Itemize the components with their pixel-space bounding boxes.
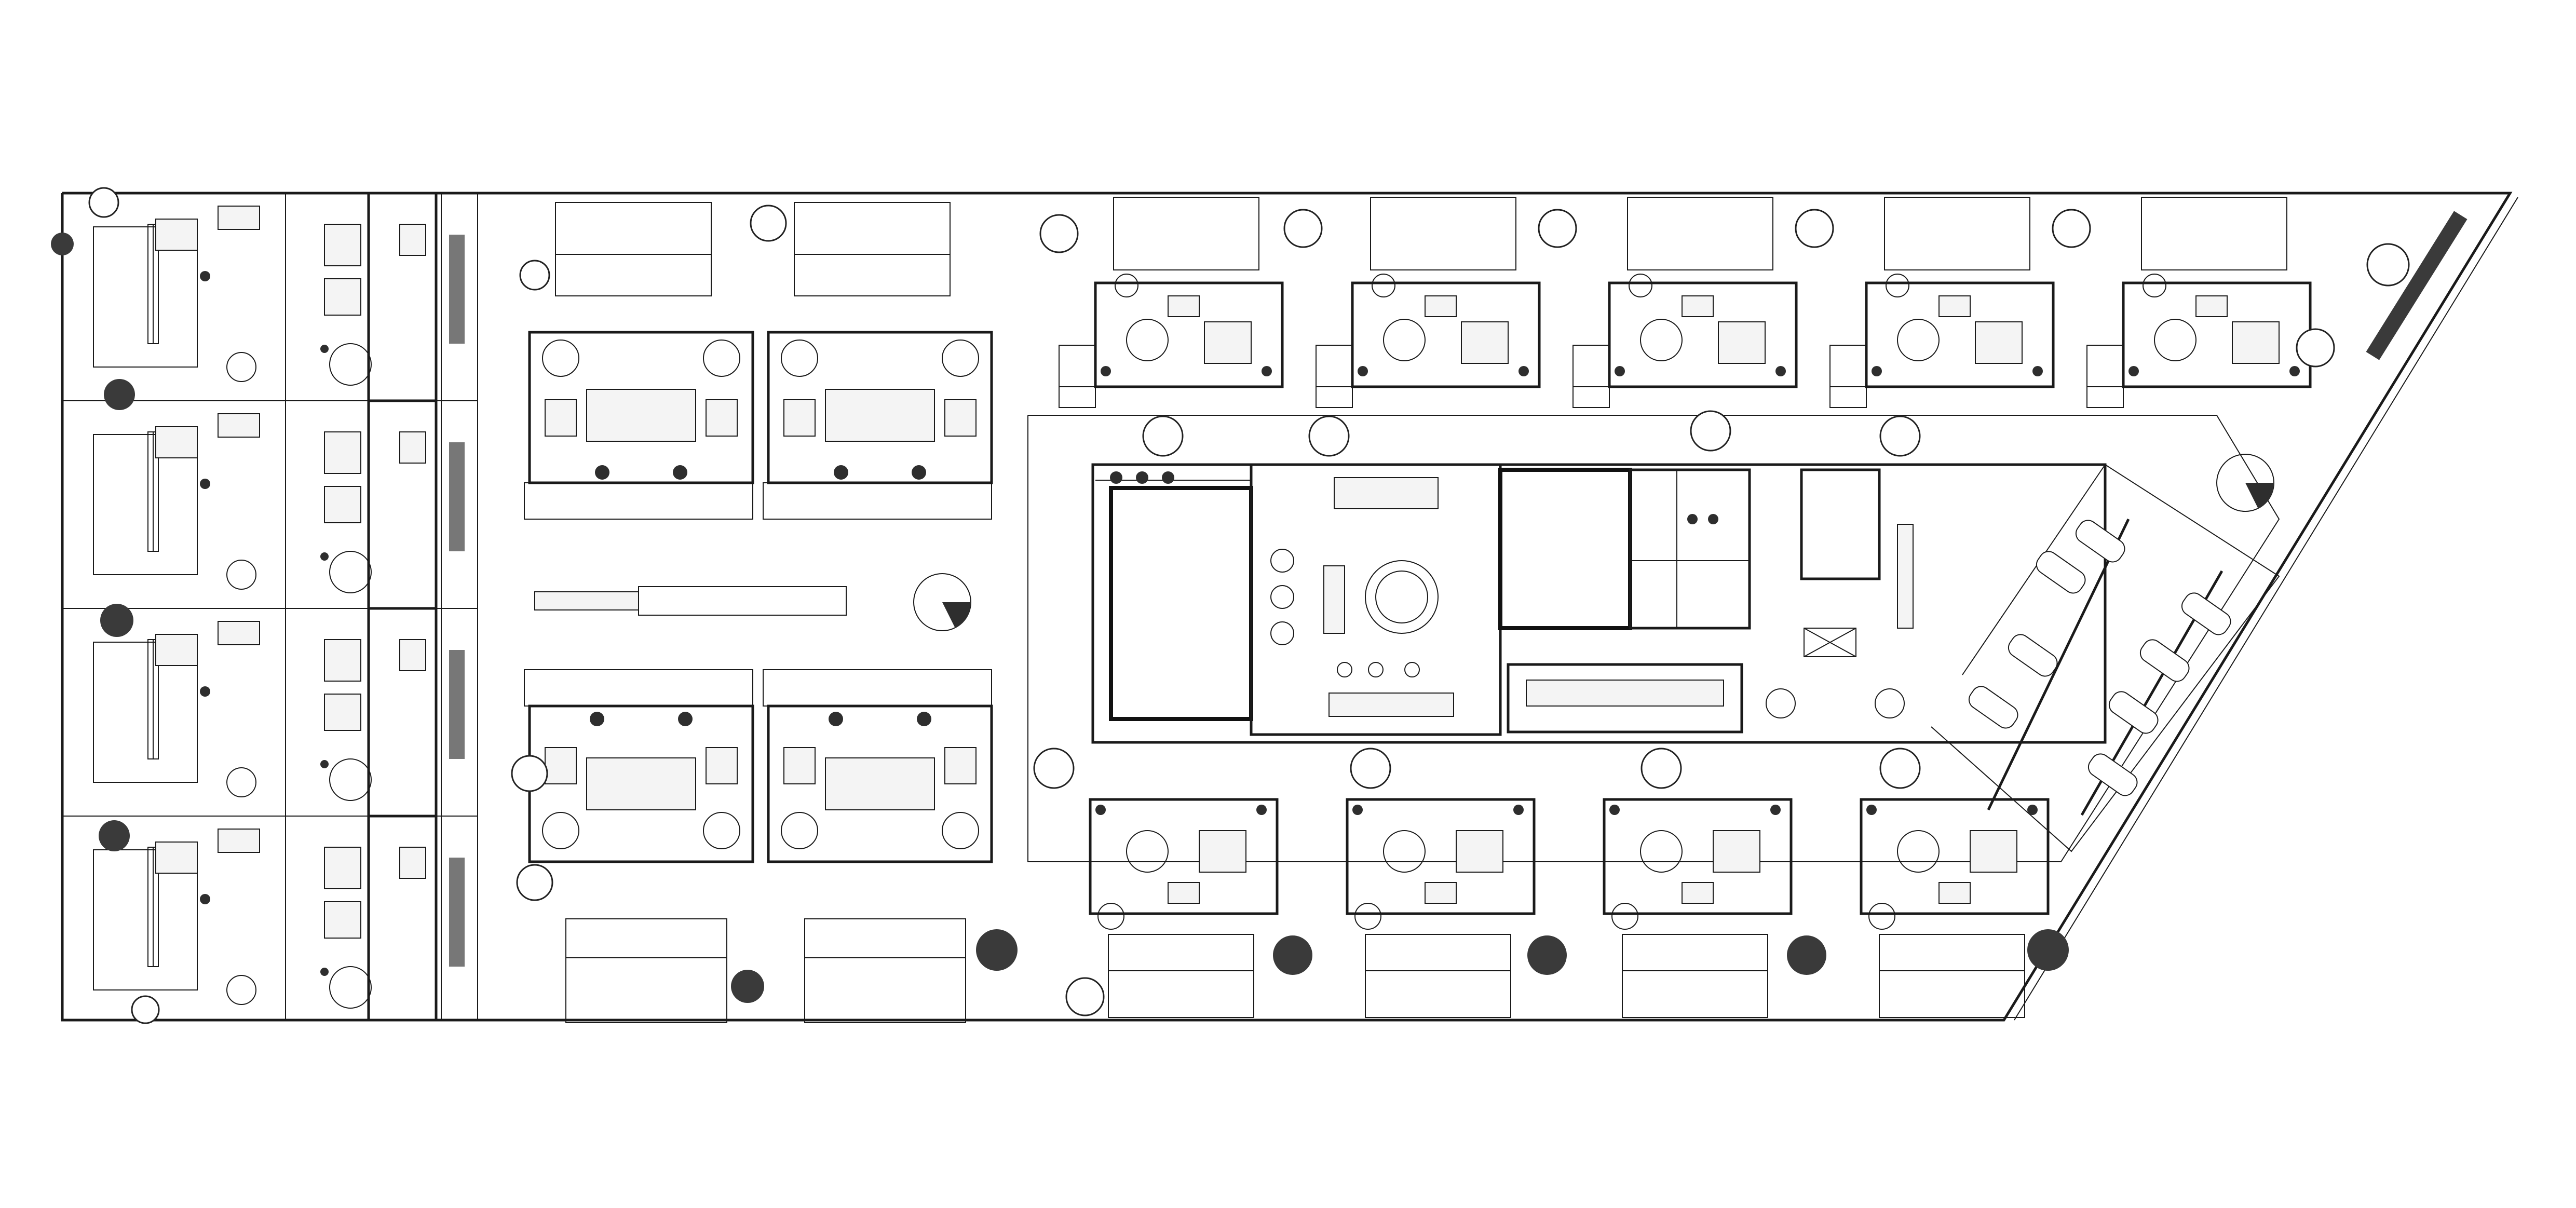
row-house-2 (62, 399, 478, 610)
pool (1109, 486, 1253, 721)
south-unit-1 (1089, 798, 1279, 1018)
car-7 (2087, 753, 2138, 796)
north-unit-3 (1572, 197, 1798, 408)
row-house-4 (62, 815, 478, 1022)
garden-strip (534, 573, 971, 631)
north-units (1059, 197, 2312, 408)
north-villa-1 (524, 202, 754, 520)
lounge (1250, 463, 1502, 736)
south-villa-2 (763, 669, 993, 1023)
north-unit-1 (1059, 197, 1284, 408)
clubhouse (1091, 463, 2107, 744)
south-units (1089, 798, 2050, 1018)
south-unit-4 (1860, 798, 2050, 1018)
courtyard (1027, 415, 2280, 862)
north-villa-2 (763, 202, 993, 520)
car-4 (2181, 592, 2231, 635)
north-unit-5 (2086, 197, 2312, 408)
car-1 (2075, 520, 2125, 563)
site-boundary (61, 192, 2518, 1022)
north-unit-4 (1829, 197, 2055, 408)
car-2 (2008, 634, 2058, 677)
car-3 (1968, 686, 2018, 729)
lobby (1766, 468, 1914, 718)
south-unit-3 (1603, 798, 1793, 1018)
row-house-3 (62, 607, 478, 818)
west-row-houses (62, 192, 478, 1022)
restrooms (1498, 468, 1751, 630)
south-villas (524, 669, 993, 1023)
north-villas (524, 202, 993, 520)
car-8 (2036, 551, 2086, 594)
north-unit-2 (1316, 197, 1541, 408)
car-6 (2108, 691, 2159, 734)
row-house-1 (62, 192, 478, 402)
south-unit-2 (1346, 798, 1536, 1018)
landscape (51, 187, 2467, 1024)
car-5 (2139, 639, 2190, 682)
south-villa-1 (524, 669, 754, 1023)
parking (1931, 454, 2280, 852)
